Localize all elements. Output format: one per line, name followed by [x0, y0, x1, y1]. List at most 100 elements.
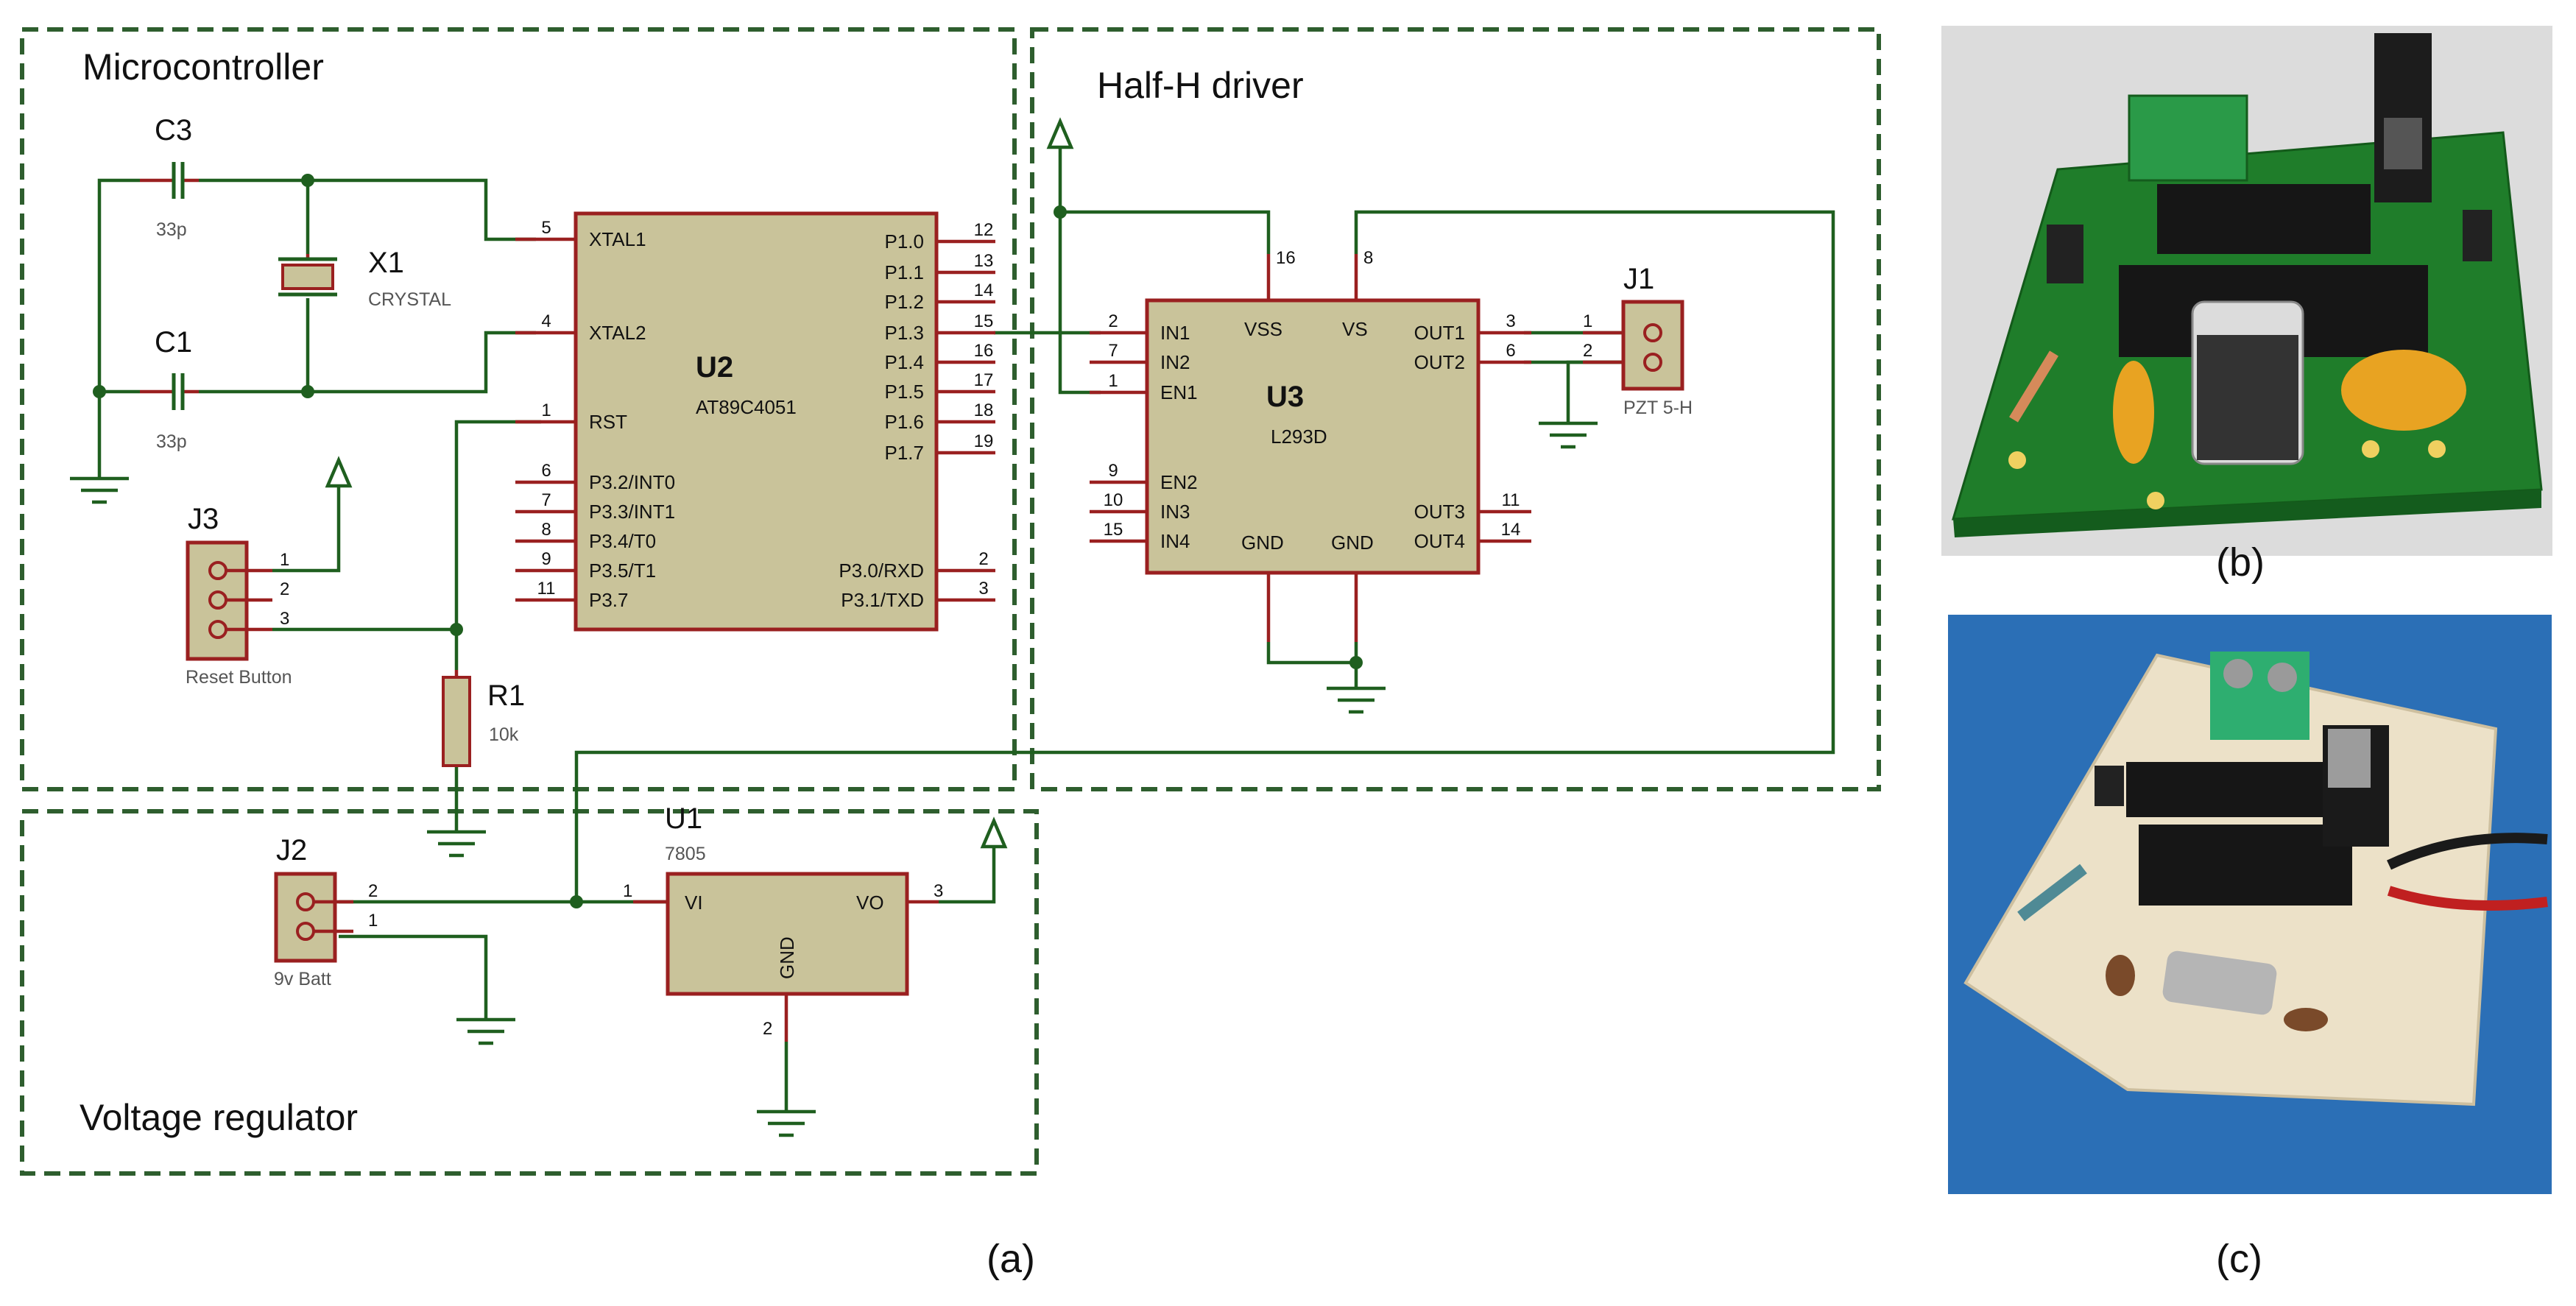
pin-name: P1.6 — [885, 411, 925, 433]
ground-icon — [70, 476, 129, 504]
pin-name: EN1 — [1160, 381, 1198, 403]
ground-icon — [757, 1109, 816, 1137]
svg-text:1: 1 — [623, 881, 632, 901]
pin-p3-2-int0: 6P3.2/INT0 — [515, 461, 675, 493]
svg-text:1: 1 — [1583, 311, 1592, 331]
pin-name: P3.4/T0 — [589, 530, 656, 552]
pin-name: P1.2 — [885, 291, 925, 313]
pin-number: 9 — [541, 549, 551, 569]
svg-text:R1: R1 — [487, 680, 525, 712]
svg-text:GND: GND — [776, 936, 798, 979]
svg-text:GND: GND — [1241, 532, 1284, 554]
svg-text:2: 2 — [280, 579, 289, 599]
svg-text:C1: C1 — [155, 326, 192, 359]
pin-name: P1.4 — [885, 351, 925, 373]
pin-name: P3.5/T1 — [589, 560, 656, 582]
pin-name: OUT1 — [1414, 322, 1465, 344]
svg-text:VO: VO — [856, 892, 884, 914]
svg-text:GND: GND — [1331, 532, 1374, 554]
microcontroller-title: Microcontroller — [82, 46, 324, 88]
pin-number: 14 — [1501, 520, 1521, 540]
pin-name: RST — [589, 411, 627, 433]
svg-text:C3: C3 — [155, 114, 192, 147]
pin-number: 6 — [1506, 341, 1515, 361]
crystal-x1: X1 CRYSTAL — [278, 247, 451, 310]
pin-number: 3 — [1506, 311, 1515, 331]
ground-symbols — [70, 421, 1598, 1137]
connector-j3: 1 2 3 J3 Reset Button — [186, 503, 292, 688]
pin-number: 1 — [541, 400, 551, 420]
vcc-arrow-icon — [1046, 117, 1074, 149]
pin-number: 7 — [541, 490, 551, 510]
pin-name: EN2 — [1160, 471, 1198, 493]
u2-part: AT89C4051 — [696, 396, 797, 418]
regulator-u1: 1 3 2 VI VO GND U1 7805 — [623, 802, 943, 1042]
assembled-board-photo: (c) — [1948, 615, 2552, 1281]
pin-name: XTAL2 — [589, 322, 646, 344]
svg-text:3: 3 — [934, 881, 943, 901]
svg-text:J3: J3 — [188, 503, 219, 535]
pin-name: IN2 — [1160, 351, 1190, 373]
svg-text:33p: 33p — [156, 431, 187, 452]
pin-name: P3.3/INT1 — [589, 501, 675, 523]
pin-number: 2 — [978, 549, 988, 569]
pin-name: P1.0 — [885, 230, 925, 253]
ic-u3: 16 8 VSS VS GND GND 2IN17IN21EN19EN210IN… — [1090, 248, 1531, 642]
pin-number: 1 — [1108, 371, 1118, 391]
svg-text:2: 2 — [1583, 341, 1592, 361]
pin-number: 2 — [1108, 311, 1118, 331]
pin-name: IN4 — [1160, 530, 1190, 552]
pin-name: IN3 — [1160, 501, 1190, 523]
pin-name: P1.3 — [885, 322, 925, 344]
pin-number: 7 — [1108, 341, 1118, 361]
pin-name: P3.7 — [589, 589, 629, 611]
svg-text:10k: 10k — [489, 724, 519, 745]
u3-part: L293D — [1271, 426, 1327, 448]
svg-text:8: 8 — [1363, 248, 1373, 268]
pin-name: P1.5 — [885, 381, 925, 403]
ground-icon — [1327, 686, 1386, 714]
pin-number: 15 — [1104, 520, 1123, 540]
microcontroller-section: Microcontroller — [20, 27, 1017, 791]
pin-name: P3.2/INT0 — [589, 471, 675, 493]
pin-name: OUT3 — [1414, 501, 1465, 523]
pin-name: OUT2 — [1414, 351, 1465, 373]
half-h-driver-section: Half-H driver — [1030, 27, 1881, 791]
pin-p3-1-txd: 3P3.1/TXD — [841, 579, 995, 611]
vcc-arrow-icon — [325, 456, 353, 488]
svg-text:33p: 33p — [156, 219, 187, 240]
pin-name: XTAL1 — [589, 228, 646, 250]
svg-text:X1: X1 — [368, 247, 404, 279]
voltage-regulator-title: Voltage regulator — [80, 1097, 358, 1138]
power-arrows — [325, 117, 1074, 849]
pin-number: 19 — [974, 431, 994, 451]
half-h-driver-title: Half-H driver — [1097, 65, 1304, 106]
capacitor-c3: C3 33p — [140, 114, 199, 240]
pin-number: 17 — [974, 370, 994, 390]
pin-name: P1.1 — [885, 261, 925, 283]
voltage-regulator-section: Voltage regulator — [20, 809, 1039, 1176]
svg-text:1: 1 — [368, 911, 378, 931]
svg-text:1: 1 — [280, 550, 289, 570]
svg-text:VSS: VSS — [1244, 318, 1282, 340]
pin-number: 11 — [537, 579, 556, 599]
svg-text:CRYSTAL: CRYSTAL — [368, 289, 451, 310]
pin-name: P3.0/RXD — [839, 560, 924, 582]
pin-number: 8 — [541, 520, 551, 540]
resistor-r1: R1 10k — [442, 670, 525, 767]
